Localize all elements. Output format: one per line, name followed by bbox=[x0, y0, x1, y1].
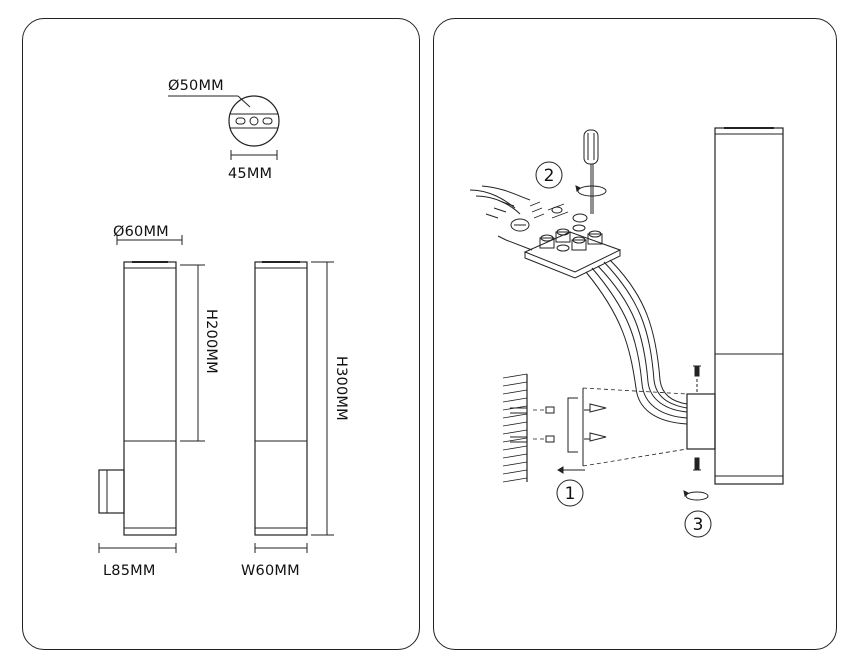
dimensions-panel bbox=[22, 18, 420, 650]
base-width-label: 45MM bbox=[228, 166, 272, 182]
height-300-label: H300MM bbox=[333, 356, 349, 421]
step-1-marker bbox=[556, 479, 584, 507]
wall-mount-assembly bbox=[502, 365, 709, 501]
base-diameter-label: Ø50MM bbox=[168, 78, 224, 94]
installation-panel bbox=[433, 18, 837, 650]
lamp-side-view bbox=[98, 235, 205, 553]
length-label: L85MM bbox=[103, 563, 156, 579]
step-2-marker bbox=[535, 161, 563, 189]
step-3-number: 3 bbox=[693, 515, 704, 535]
lamp-front-view bbox=[254, 261, 334, 553]
terminal-block bbox=[469, 185, 622, 279]
step-1-number: 1 bbox=[565, 484, 576, 504]
height-200-label: H200MM bbox=[203, 309, 219, 374]
lamp-diameter-label: Ø60MM bbox=[113, 224, 169, 240]
cable-bundle bbox=[585, 259, 688, 425]
installed-lamp bbox=[686, 127, 784, 485]
step-3-marker bbox=[684, 510, 712, 538]
width-label: W60MM bbox=[241, 563, 300, 579]
mounting-plate-top-view bbox=[168, 95, 280, 160]
step-2-number: 2 bbox=[544, 166, 555, 186]
screwdriver bbox=[575, 129, 607, 214]
